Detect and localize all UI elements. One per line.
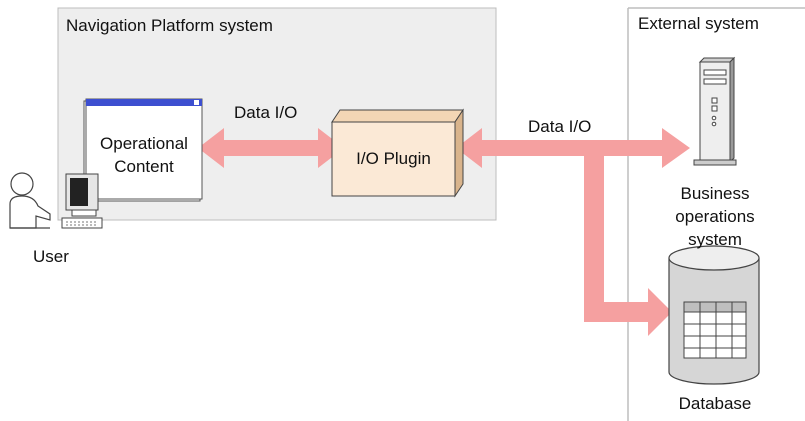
- left-data-arrow: [198, 128, 344, 168]
- business-system-label-line3: system: [688, 230, 742, 249]
- io-plugin-box: [331, 108, 464, 198]
- operational-content-label-line2: Content: [114, 157, 174, 176]
- io-plugin-label: I/O Plugin: [356, 149, 431, 168]
- business-system-label-line2: operations: [675, 207, 755, 226]
- right-data-io-label: Data I/O: [528, 117, 592, 136]
- external-region-title: External system: [638, 14, 759, 33]
- operational-content-window: [83, 98, 203, 202]
- external-region: [627, 7, 805, 421]
- operational-content-label-line1: Operational: [100, 134, 188, 153]
- right-data-arrow: [456, 128, 690, 336]
- user-icon: [9, 172, 103, 229]
- database-label: Database: [678, 394, 752, 413]
- database-icon: [668, 245, 760, 385]
- left-data-io-label: Data I/O: [234, 103, 298, 122]
- user-label: User: [33, 247, 69, 266]
- business-system-label-line1: Business: [680, 184, 750, 203]
- platform-region-title: Navigation Platform system: [66, 16, 273, 35]
- server-icon: [693, 56, 737, 166]
